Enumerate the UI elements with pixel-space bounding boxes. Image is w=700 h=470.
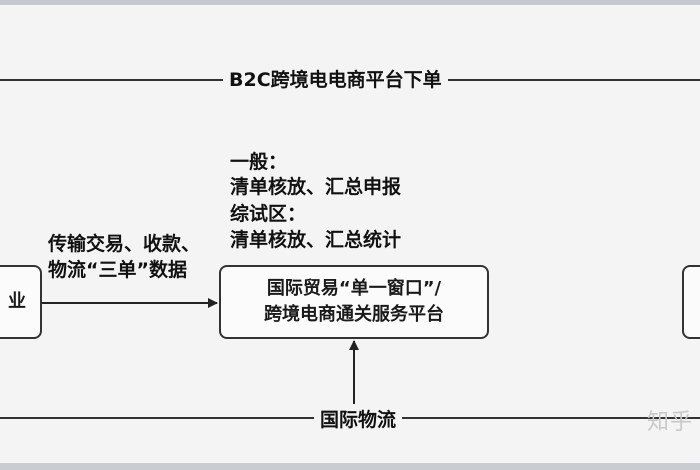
customs-note-line-4: 清单核放、汇总统计 — [230, 229, 402, 251]
top-flow-label: B2C跨境电电商平台下单 — [223, 68, 448, 92]
bottom-flow-label: 国际物流 — [314, 408, 403, 432]
bottom-window-strip — [0, 463, 700, 470]
platform-box-line-2: 跨境电商通关服务平台 — [264, 304, 444, 325]
single-window-platform-box: 国际贸易“单一窗口”/ 跨境电商通关服务平台 — [219, 265, 489, 339]
zhihu-watermark: 知乎 — [647, 410, 694, 435]
platform-box-line-1: 国际贸易“单一窗口”/ — [266, 278, 442, 299]
enterprise-box-label: 业 — [8, 291, 26, 312]
data-flow-line-1: 传输交易、收款、 — [48, 233, 201, 255]
enterprise-box: 业 — [0, 265, 42, 339]
customs-note-line-1: 一般： — [230, 151, 288, 173]
bottom-flow-text: 国际物流 — [314, 409, 403, 431]
customs-note-line-3: 综试区： — [230, 203, 307, 225]
customs-note-line-2: 清单核放、汇总申报 — [230, 176, 402, 198]
top-flow-text: B2C跨境电电商平台下单 — [223, 69, 448, 91]
top-window-strip — [0, 0, 700, 5]
data-flow-line-2: 物流“三单”数据 — [48, 259, 187, 281]
right-partial-box — [682, 265, 700, 339]
